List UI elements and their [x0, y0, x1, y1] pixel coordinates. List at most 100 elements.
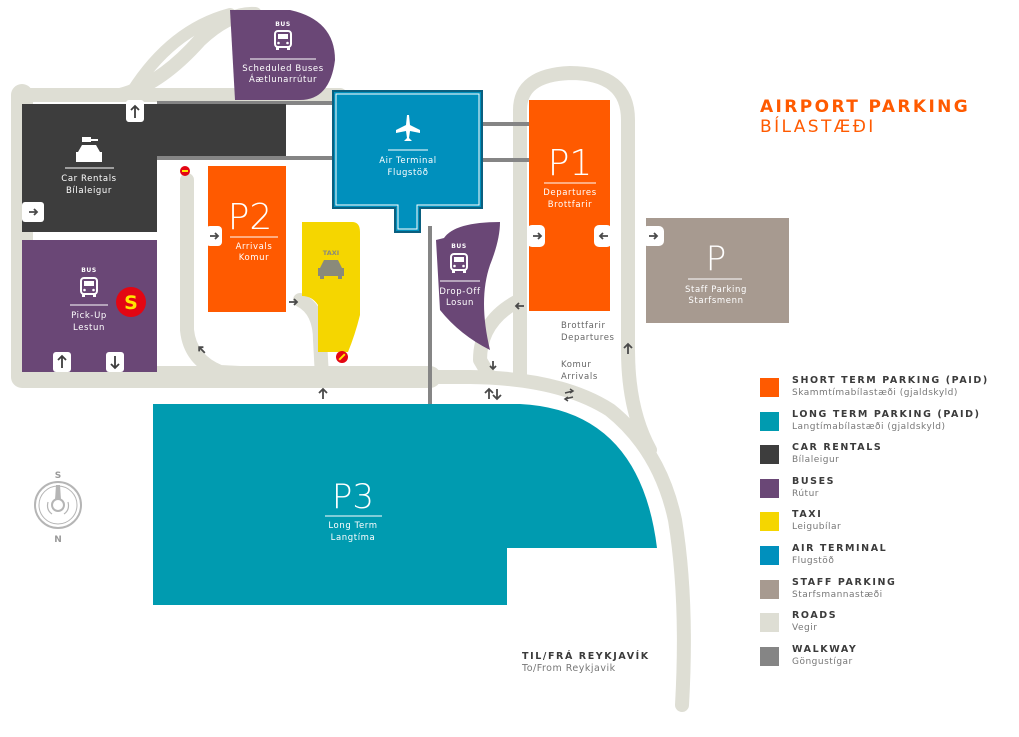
zone-p3[interactable]: P3 Long Term Langtíma [153, 404, 657, 605]
zone-label-is: Brottfarir [548, 200, 593, 210]
zone-label-en: Long Term [328, 521, 377, 531]
zone-pickup[interactable]: BUS Pick-Up Lestun S [22, 240, 157, 372]
zone-label-en: Drop-Off [439, 287, 481, 297]
legend-label-is: Skammtímabílastæði (gjaldskyld) [792, 388, 958, 398]
zone-taxi[interactable]: TAXI [302, 222, 360, 352]
zone-code: P2 [228, 197, 273, 238]
airplane-icon [396, 115, 420, 141]
legend-swatch [760, 445, 779, 465]
zone-label-en: Departures [543, 188, 597, 198]
zone-label-en: Staff Parking [685, 285, 747, 295]
bus-badge: BUS [275, 21, 291, 28]
zone-p1[interactable]: P1 Departures Brottfarir [527, 100, 612, 311]
legend-item-long-term: LONG TERM PARKING (PAID)Langtímabílastæð… [760, 409, 989, 443]
legend-label-is: Leigubílar [792, 522, 842, 533]
legend-label-is: Flugstöð [792, 555, 835, 566]
zone-label-is: Komur [239, 253, 270, 263]
zone-label-is: Langtíma [331, 533, 376, 543]
zone-label-en: Car Rentals [61, 174, 116, 184]
merge-arrow-icon [563, 388, 575, 402]
two-way-arrow-icon [484, 387, 502, 401]
stop-sign-letter: S [124, 292, 138, 314]
zone-label-is: Flugstöð [388, 168, 429, 178]
zone-air-terminal[interactable]: Air Terminal Flugstöð [332, 90, 483, 233]
zone-label-en: Arrivals [236, 242, 273, 252]
legend-label-en: CAR RENTALS [792, 442, 883, 454]
legend-label-is: Starfsmannastæði [792, 589, 883, 600]
compass: S N [34, 471, 82, 545]
legend: SHORT TERM PARKING (PAID) Skammtímabílast… [760, 375, 989, 677]
compass-south-label: S [55, 471, 61, 481]
zone-code: P [706, 239, 727, 279]
compass-north-label: N [54, 535, 62, 545]
arrow-up-icon [130, 104, 140, 118]
road-label-arrivals-en: Arrivals [561, 372, 598, 382]
zone-label-is: Bílaleigur [66, 186, 112, 196]
road-label-departures-en: Departures [561, 333, 615, 343]
zone-p2[interactable]: P2 Arrivals Komur [206, 166, 286, 312]
legend-swatch [760, 613, 779, 633]
zone-label-is: Áætlunarrútur [249, 73, 317, 85]
zone-scheduled-buses[interactable]: BUS Scheduled Buses Áætlunarrútur [230, 10, 335, 100]
legend-label-en: AIR TERMINAL [792, 542, 888, 554]
legend-swatch [760, 545, 779, 565]
zone-code: P1 [548, 143, 593, 184]
legend-label-en: LONG TERM PARKING (PAID) [792, 408, 981, 420]
zone-dropoff[interactable]: BUS Drop-Off Losun [436, 222, 500, 350]
legend-swatch [760, 378, 779, 397]
taxi-icon [318, 260, 344, 276]
arrow-up-icon [318, 387, 328, 399]
title-en: AIRPORT PARKING [760, 97, 971, 117]
zone-car-rentals[interactable]: Car Rentals Bílaleigur [22, 100, 286, 232]
bus-badge: BUS [451, 243, 467, 250]
legend-label-en: ROADS [792, 610, 838, 622]
roads [11, 6, 691, 712]
legend-swatch [760, 411, 779, 431]
taxi-badge: TAXI [323, 249, 339, 257]
destination-is: TIL/FRÁ REYKJAVÍK [522, 651, 650, 662]
legend-swatch [760, 512, 779, 532]
legend-label-en: SHORT TERM PARKING (PAID) [792, 375, 989, 386]
destination-label: TIL/FRÁ REYKJAVÍK To/From Reykjavik [522, 651, 650, 675]
zone-label-is: Lestun [73, 323, 105, 333]
legend-item-short-term: SHORT TERM PARKING (PAID) Skammtímabílast… [760, 375, 989, 409]
legend-label-is: Langtímabílastæði (gjaldskyld) [792, 421, 946, 432]
zone-code: P3 [332, 477, 374, 517]
zone-staff-parking[interactable]: P Staff Parking Starfsmenn [642, 218, 789, 323]
arrow-down-icon [110, 356, 120, 370]
walkways [157, 101, 530, 405]
bus-badge: BUS [81, 267, 97, 274]
car-key-icon [76, 137, 102, 162]
legend-label-is: Göngustígar [792, 656, 853, 667]
legend-label-en: TAXI [792, 509, 823, 521]
legend-label-en: STAFF PARKING [792, 576, 897, 588]
zone-label-en: Scheduled Buses [242, 64, 323, 74]
legend-label-en: WALKWAY [792, 643, 858, 655]
zone-label-en: Pick-Up [71, 311, 107, 321]
zone-label-is: Losun [446, 298, 474, 308]
destination-en: To/From Reykjavik [522, 663, 616, 674]
zone-label-en: Air Terminal [379, 156, 437, 166]
arrow-up-icon [623, 342, 633, 354]
compass-needle-icon [55, 485, 61, 500]
zone-label-is: Starfsmenn [688, 296, 743, 306]
legend-label-en: BUSES [792, 475, 836, 487]
title-is: BÍLASTÆÐI [760, 117, 876, 137]
legend-swatch [760, 579, 779, 599]
legend-swatch [760, 646, 779, 666]
arrow-up-icon [57, 354, 67, 368]
legend-swatch [760, 478, 779, 498]
bus-stop-sign-icon [116, 287, 146, 317]
legend-label-is: Bílaleigur [792, 455, 840, 466]
road-label-arrivals-is: Komur [561, 360, 592, 370]
no-entry-icon [336, 351, 348, 363]
legend-label-is: Rútur [792, 488, 819, 499]
